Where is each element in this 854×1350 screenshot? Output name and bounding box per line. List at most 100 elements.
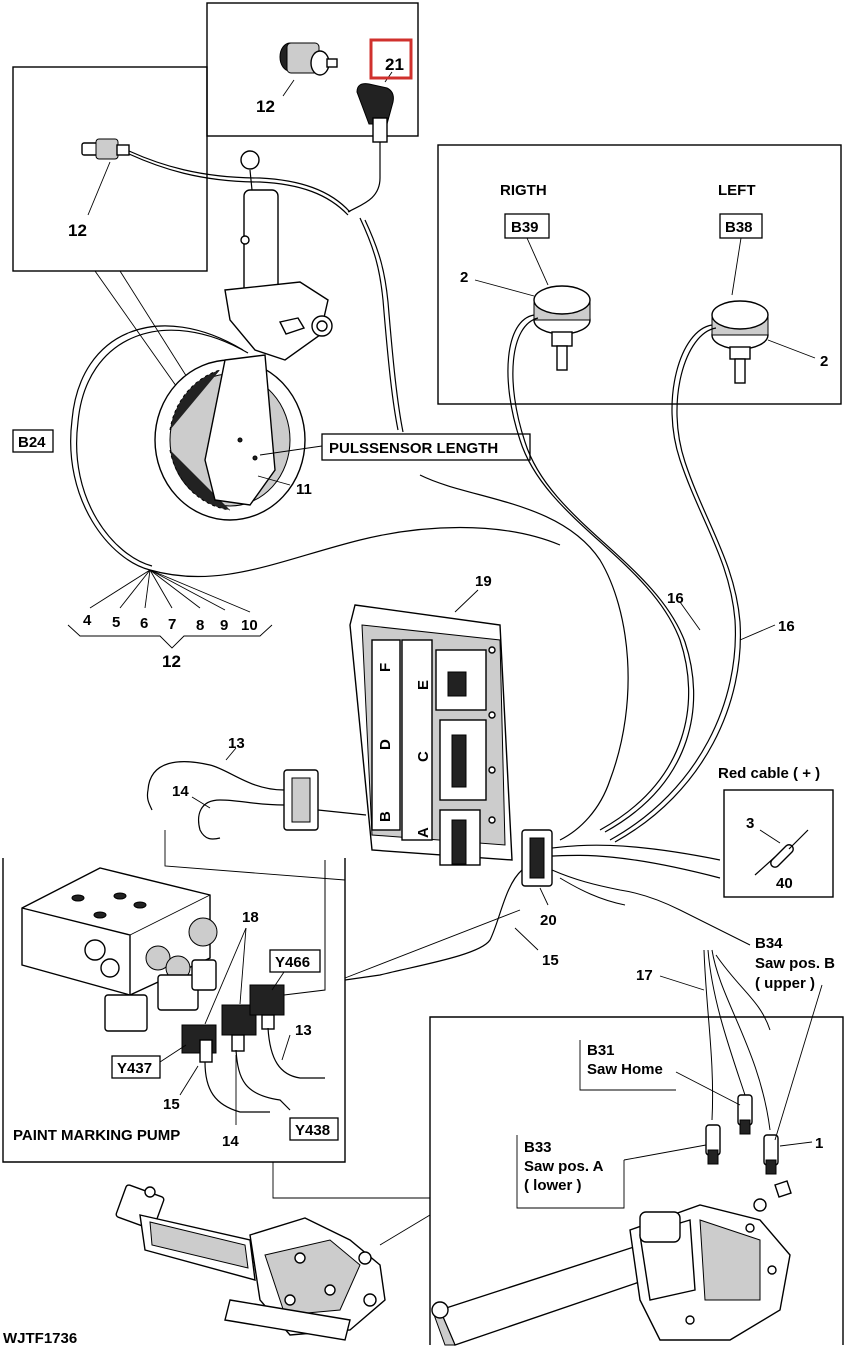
wire-16-right [507,314,690,831]
label-box-b38 [719,213,763,239]
sensor-b38 [711,300,769,384]
frame-saw-position-sensors [437,144,842,405]
callout-5: 5 [112,614,120,631]
callout-7: 7 [168,616,176,633]
callout-21-highlight [369,38,413,80]
leader [767,339,816,359]
ecu-label-E: E [415,680,432,690]
ecu-label-A: A [415,827,432,838]
callout-8: 8 [196,617,204,634]
saw-mechanism [431,1180,792,1346]
callout-14-pump: 14 [222,1133,239,1150]
wire-pulse [419,474,629,841]
callout-6: 6 [140,615,148,632]
label-b34-desc-2: ( upper ) [755,975,815,992]
callout-10: 10 [241,617,258,634]
callout-12-top: 12 [256,97,275,116]
wire-16-right-b [512,317,695,833]
sensor-b39 [533,285,591,371]
label-box-y437 [111,1055,161,1079]
label-y466: Y466 [275,954,310,971]
pulse-sensor-12 [81,138,351,216]
frame-paint-pump [2,858,346,1163]
label-y438: Y438 [295,1122,330,1139]
saw-cables-17 [703,949,779,1175]
leader [271,971,285,991]
label-b24: B24 [18,434,46,451]
callout-1: 1 [815,1135,823,1152]
leader [87,161,111,216]
label-b34-desc-1: Saw pos. B [755,955,835,972]
wire-21 [347,177,381,213]
ecu-label-C: C [415,751,432,762]
label-box-b39 [504,213,550,239]
paint-pump-block [21,867,218,1032]
callout-13-top: 13 [228,735,245,752]
callout-2-right: 2 [820,353,828,370]
callout-17: 17 [636,967,653,984]
callout-19: 19 [475,573,492,590]
leader [239,927,247,1005]
leader [731,237,742,296]
callout-15-right: 15 [542,952,559,969]
leader [344,909,521,979]
leader-box-b33 [516,1135,625,1209]
callout-21: 21 [385,55,404,74]
label-box-b24 [12,429,54,453]
leader [225,747,237,761]
label-b39: B39 [511,219,539,236]
label-b34: B34 [755,935,783,952]
callout-20: 20 [540,912,557,929]
fuse-40 [754,829,809,876]
ecu-label-B: B [377,811,394,822]
callout-16-b: 16 [778,618,795,635]
label-box-y438 [289,1117,339,1141]
valve-plugs [181,860,326,1113]
connector-21 [356,71,394,178]
leader-box-b31 [579,1040,676,1091]
leader [679,601,701,631]
wire-fan [67,569,273,649]
leader [159,1044,187,1063]
callout-9: 9 [220,617,228,634]
leader [179,1065,199,1096]
frame-saw-detail [429,1016,844,1345]
leader [272,1162,430,1199]
callout-4: 4 [83,612,92,629]
leader [164,830,346,881]
leader [379,1214,431,1246]
label-box-pulssensor [321,433,531,461]
leader [474,279,535,297]
label-b31: B31 [587,1042,615,1059]
leader [659,975,705,991]
leader [759,829,781,844]
ecu-19 [349,604,513,866]
ecu-label-F: F [377,663,394,672]
wire-b24-b [76,329,249,567]
connector-13-14 [146,761,367,840]
connector-20 [344,829,751,981]
wire-21-down-b [364,219,404,433]
label-left: LEFT [718,182,756,199]
label-b38: B38 [725,219,753,236]
label-y437: Y437 [117,1060,152,1077]
leader [779,1141,813,1147]
callout-16-a: 16 [667,590,684,607]
label-box-y466 [269,949,321,973]
leader [774,984,823,1141]
label-b33-desc-2: ( lower ) [524,1177,582,1194]
callout-11: 11 [296,481,312,498]
leader [514,927,539,951]
leader [454,589,479,613]
pulse-wheel-assembly [154,150,333,521]
label-b33: B33 [524,1139,552,1156]
saw-unit [115,1184,386,1341]
leader [281,1034,291,1061]
wire-16-left-b [614,327,742,843]
frame-pulse-sensor [12,66,208,272]
callout-15-pump: 15 [163,1096,180,1113]
callout-3: 3 [746,815,754,832]
leader [259,445,323,456]
label-b33-desc-1: Saw pos. A [524,1158,604,1175]
